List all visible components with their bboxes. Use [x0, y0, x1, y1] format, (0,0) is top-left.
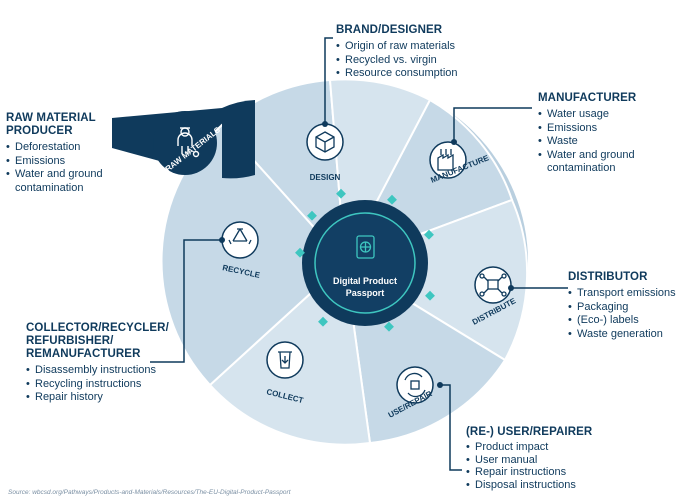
list-item: Emissions [6, 155, 126, 169]
list-item: Water usage [538, 108, 663, 122]
list-item: Emissions [538, 122, 663, 136]
user-repairer-title: (RE-) USER/REPAIRER [466, 426, 593, 438]
list-item: Repair history [26, 391, 169, 405]
list-item: Water and ground contamination [6, 168, 125, 195]
list-item: (Eco-) labels [568, 314, 676, 328]
list-item: Recycling instructions [26, 378, 169, 392]
manufacture-icon-circle [429, 141, 467, 179]
connector-lines [150, 37, 568, 471]
hub-chevrons [295, 188, 435, 332]
worker-icon [177, 127, 200, 158]
brand-designer-title: BRAND/DESIGNER [336, 24, 443, 36]
title-line: PRODUCER [6, 125, 73, 137]
title-line: REMANUFACTURER [26, 348, 141, 360]
list-item: Origin of raw materials [336, 40, 458, 54]
passport-icon [356, 235, 375, 259]
bin-icon [278, 351, 292, 369]
manufacturer-block: MANUFACTURER Water usage Emissions Waste… [538, 92, 663, 176]
list-item: Transport emissions [568, 287, 676, 301]
collector-list: Disassembly instructions Recycling instr… [26, 364, 169, 405]
list-item: Waste [538, 135, 663, 149]
center-hub [302, 200, 428, 326]
hub-title-line2: Passport [346, 288, 385, 298]
raw-material-producer-block: RAW MATERIAL PRODUCER Deforestation Emis… [6, 112, 126, 195]
list-item: Waste generation [568, 328, 676, 342]
cube-icon [315, 131, 335, 153]
user-repairer-list: Product impact User manual Repair instru… [466, 441, 592, 491]
manufacturer-title: MANUFACTURER [538, 92, 637, 104]
repair-cycle-icon [404, 372, 426, 398]
title-line: REFURBISHER/ [26, 335, 114, 347]
factory-icon [437, 149, 454, 171]
list-item: Product impact [466, 441, 592, 454]
recycle-icon [228, 228, 252, 245]
use-repair-icon-circle [396, 366, 434, 404]
collector-block: COLLECTOR/RECYCLER/ REFURBISHER/ REMANUF… [26, 322, 169, 405]
list-item: Resource consumption [336, 67, 458, 81]
connector-user-repairer [440, 384, 462, 471]
distributor-title: DISTRIBUTOR [568, 271, 648, 283]
list-item: Disassembly instructions [26, 364, 169, 378]
hub-title-line1: Digital Product [333, 276, 397, 286]
raw-material-producer-list: Deforestation Emissions Water and ground… [6, 141, 126, 195]
list-item: Repair instructions [466, 466, 592, 479]
raw-materials-badge [153, 111, 217, 175]
distributor-block: DISTRIBUTOR Transport emissions Packagin… [568, 271, 676, 341]
hub-inner [314, 212, 416, 314]
list-item: Recycled vs. virgin [336, 54, 458, 68]
connector-brand-designer [324, 37, 333, 124]
list-item: Disposal instructions [466, 479, 592, 492]
list-item: Water and ground contamination [538, 149, 659, 176]
manufacturer-list: Water usage Emissions Waste Water and gr… [538, 108, 663, 176]
raw-materials-band [222, 100, 255, 179]
brand-designer-list: Origin of raw materials Recycled vs. vir… [336, 40, 458, 81]
list-item: Deforestation [6, 141, 126, 155]
distributor-list: Transport emissions Packaging (Eco-) lab… [568, 287, 676, 341]
recycle-icon-circle [221, 221, 259, 259]
network-icon [479, 273, 507, 297]
title-line: RAW MATERIAL [6, 112, 96, 124]
connector-collector [150, 239, 222, 363]
stage-label-design: DESIGN [310, 173, 341, 182]
segment-distribute [342, 198, 529, 362]
title-line: COLLECTOR/RECYCLER/ [26, 322, 169, 334]
brand-designer-block: BRAND/DESIGNER Origin of raw materials R… [336, 24, 458, 81]
source-caption: Source: wbcsd.org/Pathways/Products-and-… [8, 489, 291, 496]
list-item: Packaging [568, 301, 676, 315]
connector-manufacturer [453, 107, 532, 142]
collector-title: COLLECTOR/RECYCLER/ REFURBISHER/ REMANUF… [26, 322, 169, 361]
distribute-icon-circle [474, 266, 512, 304]
raw-material-producer-title: RAW MATERIAL PRODUCER [6, 112, 126, 138]
list-item: User manual [466, 454, 592, 467]
user-repairer-block: (RE-) USER/REPAIRER Product impact User … [466, 426, 592, 491]
